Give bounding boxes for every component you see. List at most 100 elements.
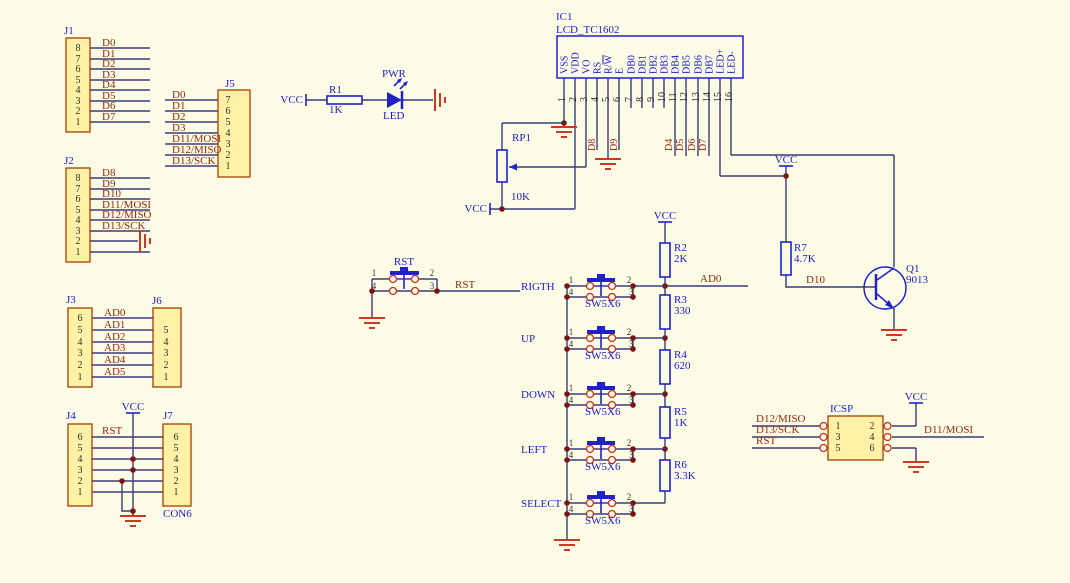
j2-body [65, 167, 91, 263]
button-select: SELECT SW5X6 1 2 4 3 [521, 491, 665, 527]
pin-number: 6 [174, 432, 179, 443]
pin-number: 4 [78, 337, 83, 348]
pin-number: 7 [226, 95, 231, 106]
button-cap-tab [597, 274, 605, 278]
r4-body [659, 349, 671, 385]
wires [567, 393, 665, 406]
part-value: 330 [674, 305, 691, 317]
power-port-label: VCC [775, 154, 798, 166]
junction-dot [630, 446, 636, 452]
net-label: D10 [102, 188, 121, 200]
contact-pad [607, 389, 617, 399]
led-arrowhead [403, 81, 408, 86]
junction-dot [564, 500, 570, 506]
net-label: D12/MISO [102, 209, 152, 221]
ground-symbol [359, 317, 385, 329]
designator: J1 [64, 25, 74, 37]
designator: R3 [674, 294, 687, 306]
junction-dot [630, 457, 636, 463]
pin-number: 1 [226, 161, 231, 172]
wires [752, 403, 984, 462]
r1-body [326, 95, 363, 105]
junction-dot [564, 346, 570, 352]
junction-dot [369, 288, 375, 294]
r7-body [780, 241, 792, 276]
wires [371, 278, 520, 318]
net-label: D11/MOSI [172, 133, 221, 145]
button-cap-tab [597, 491, 605, 495]
contact-pad [883, 432, 892, 442]
wires [567, 337, 665, 350]
contact-pad [388, 286, 398, 296]
pin-number: 2 [627, 327, 632, 337]
junction-dot [630, 391, 636, 397]
junction-dot [630, 511, 636, 517]
pin-number: 3 [629, 504, 634, 514]
net-label: RST [455, 279, 475, 291]
button-cap-tab [400, 267, 408, 271]
pin-number: 5 [601, 97, 612, 102]
pin-number: 1 [76, 117, 81, 128]
pin-name: DB6 [694, 55, 705, 74]
pin-number: 4 [164, 337, 169, 348]
net-label: D0 [172, 89, 186, 101]
ic1-body [556, 35, 744, 79]
pin-number: 9 [646, 97, 657, 102]
ground-symbol [551, 126, 577, 138]
pin-name: VDD [571, 52, 582, 74]
keypad-ladder: VCC AD0 R2 2K R3 330 R4 620 R5 1K R6 3.3… [554, 210, 748, 551]
designator: R2 [674, 242, 687, 254]
pin-number: 5 [836, 443, 841, 454]
pin-number: 1 [569, 275, 574, 285]
pin-number: 1 [569, 383, 574, 393]
pin-number: 6 [870, 443, 875, 454]
backlight-driver: VCC R7 4.7K D10 Q1 9013 [775, 154, 929, 341]
pin-number: 4 [569, 395, 574, 405]
contact-pad [585, 455, 595, 465]
contact-pad [410, 286, 420, 296]
pin-number: 15 [713, 92, 724, 102]
j6-body [152, 307, 182, 388]
connector-j1: J1 8 7 6 5 4 3 2 1 D0 D1 D2 D3 D4 D5 D6 … [64, 25, 150, 133]
contact-pad [607, 281, 617, 291]
net-label: D6 [102, 100, 116, 112]
net-label: D4 [664, 139, 675, 151]
pin-number: 3 [174, 465, 179, 476]
pin-number: 4 [569, 504, 574, 514]
designator: R6 [674, 459, 687, 471]
power-led-circuit: VCC R1 1K PWR LED [280, 68, 446, 122]
part-value: SW5X6 [585, 515, 621, 527]
net-label: D2 [172, 111, 185, 123]
pin-number: 6 [612, 97, 623, 102]
contact-pad [607, 509, 617, 519]
part-value: SW5X6 [585, 298, 621, 310]
pin-number: 4 [569, 339, 574, 349]
pin-number: 12 [679, 92, 690, 102]
junction-dot [119, 478, 125, 484]
contact-pad [585, 344, 595, 354]
ground-symbol [139, 230, 151, 252]
icsp-header: ICSP 1 2 3 4 5 6 D12/MISO D13/SCK RST D1… [752, 391, 984, 473]
junction-dot [499, 206, 505, 212]
pin-number: 5 [78, 325, 83, 336]
contact-pad [819, 421, 828, 431]
j1-body [65, 37, 91, 133]
wires [90, 177, 150, 253]
net-label: D6 [687, 139, 698, 151]
designator: R7 [794, 242, 807, 254]
net-label: D1 [172, 100, 185, 112]
j5-body [217, 89, 251, 178]
designator: R4 [674, 349, 687, 361]
net-label: D8 [587, 139, 598, 151]
pin-number: 4 [372, 281, 377, 291]
pin-name: DB1 [638, 55, 649, 74]
q1-emitter-arrow [885, 300, 894, 309]
net-label: D8 [102, 167, 116, 179]
pin-number: 6 [78, 432, 83, 443]
button-down: DOWN SW5X6 1 2 4 3 [521, 382, 665, 418]
pin-number: 1 [174, 487, 179, 498]
contact-pad [585, 281, 595, 291]
wires [567, 502, 665, 515]
pin-number: 3 [430, 281, 435, 291]
